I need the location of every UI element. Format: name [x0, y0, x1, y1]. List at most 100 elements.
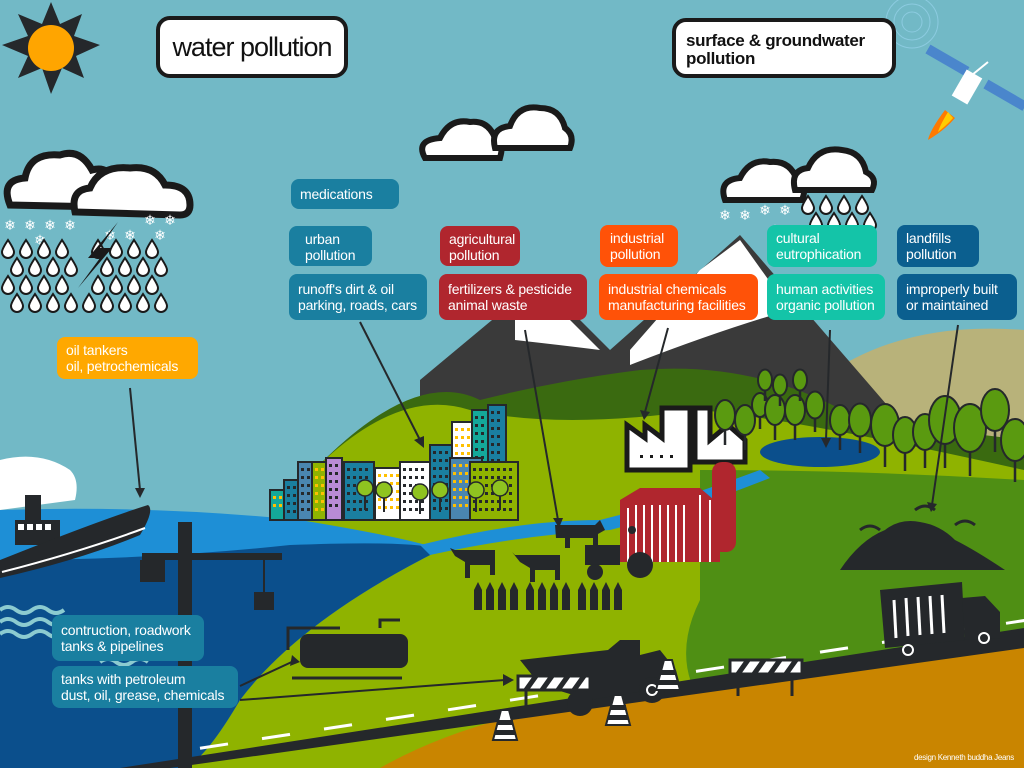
window	[433, 451, 436, 454]
raindrop-icon	[117, 256, 133, 277]
tree	[375, 481, 393, 499]
livestock-icon	[450, 520, 653, 582]
fence-post	[510, 582, 518, 610]
window	[307, 500, 310, 503]
window	[479, 500, 482, 503]
window	[481, 440, 484, 443]
window	[273, 496, 276, 499]
pointer-arrows	[129, 321, 959, 701]
window	[467, 428, 470, 431]
label-line: landfills	[906, 230, 951, 246]
label-line: organic pollution	[776, 297, 875, 313]
window	[453, 464, 456, 467]
window	[359, 500, 362, 503]
cone-stripe	[497, 720, 513, 725]
window	[509, 484, 512, 487]
raindrop-icon	[0, 238, 16, 259]
window	[461, 428, 464, 431]
window	[475, 416, 478, 419]
window	[287, 494, 290, 497]
cone-stripe	[660, 670, 676, 675]
window	[497, 468, 500, 471]
cone-stripe	[495, 730, 515, 735]
lake	[760, 437, 880, 467]
window	[485, 476, 488, 479]
window	[329, 504, 332, 507]
window	[347, 500, 350, 503]
window	[481, 448, 484, 451]
window	[497, 411, 500, 414]
window	[335, 464, 338, 467]
road-dash	[199, 742, 229, 750]
window	[421, 468, 424, 471]
label-line: urban	[305, 231, 340, 247]
window	[465, 472, 468, 475]
window	[273, 504, 276, 507]
tree	[467, 481, 485, 499]
label-line: oil, petrochemicals	[66, 358, 179, 374]
barrier-stripe	[555, 674, 571, 692]
window	[479, 476, 482, 479]
cone-stripe	[610, 705, 626, 710]
label-line: or maintained	[906, 297, 989, 313]
tree	[431, 481, 449, 499]
window	[465, 480, 468, 483]
label-line: human activities	[776, 281, 874, 297]
window	[353, 500, 356, 503]
label-line: fertilizers & pesticide	[448, 281, 572, 297]
building	[325, 457, 343, 521]
window	[347, 492, 350, 495]
page-title: water pollution	[156, 16, 348, 78]
window	[481, 432, 484, 435]
window	[321, 492, 324, 495]
window	[455, 444, 458, 447]
oil-tanker-ship-icon	[0, 495, 151, 578]
fence-post	[526, 582, 534, 610]
label-line: pollution	[449, 247, 500, 263]
window	[279, 496, 282, 499]
raindrop-icon	[36, 238, 52, 259]
label-line: improperly built	[906, 281, 998, 297]
window	[409, 484, 412, 487]
raindrop-icon	[0, 274, 16, 295]
tree	[764, 394, 786, 426]
snowflake-icon: ❄	[104, 227, 116, 243]
label-line: industrial chemicals	[608, 281, 727, 297]
label-line: medications	[300, 186, 373, 202]
window	[509, 468, 512, 471]
tree	[792, 368, 808, 392]
window	[353, 492, 356, 495]
label-line: tanks & pipelines	[61, 638, 164, 654]
window	[491, 476, 494, 479]
barrier-stripe	[523, 674, 539, 692]
window	[403, 468, 406, 471]
window	[403, 476, 406, 479]
sun-icon	[2, 2, 100, 94]
window	[409, 500, 412, 503]
window	[475, 424, 478, 427]
raindrop-icon	[135, 292, 151, 313]
raindrop-icon	[45, 292, 61, 313]
snowflake-icon: ❄	[64, 217, 76, 233]
label-line: runoff's dirt & oil	[298, 281, 394, 297]
window	[321, 476, 324, 479]
window	[293, 494, 296, 497]
window	[315, 492, 318, 495]
raindrop-icon	[126, 238, 142, 259]
fence-post	[538, 582, 546, 610]
window	[461, 452, 464, 455]
window	[378, 474, 381, 477]
window	[378, 498, 381, 501]
snowflake-icon: ❄	[124, 227, 136, 243]
tree	[772, 373, 788, 397]
window	[465, 488, 468, 491]
window	[475, 448, 478, 451]
window	[315, 468, 318, 471]
window	[307, 476, 310, 479]
window	[301, 492, 304, 495]
raindrop-icon	[126, 274, 142, 295]
city-buildings-icon	[269, 404, 519, 521]
window	[329, 496, 332, 499]
